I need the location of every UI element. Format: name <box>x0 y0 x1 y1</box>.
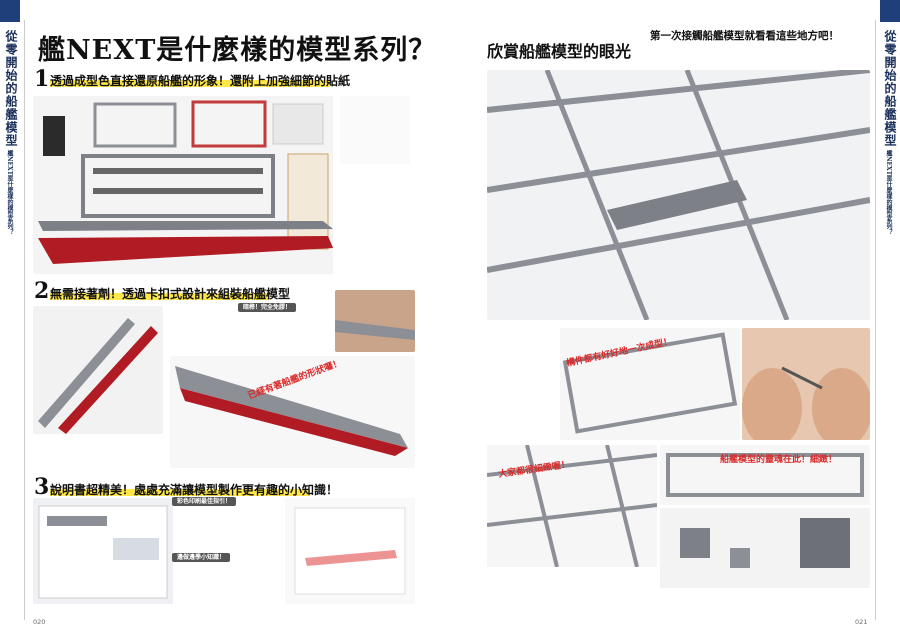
section-3-lower-caption <box>172 565 280 603</box>
callout-soul-of-ship: 船艦模型的靈魂在此！細緻！ <box>720 455 838 465</box>
finger-part-photo <box>742 328 870 440</box>
right-caption-1 <box>487 325 567 369</box>
parts-sprue-photo <box>560 328 740 440</box>
callout-learn: 邊做邊學小知識！ <box>172 553 231 562</box>
manual-page-illustration <box>294 507 406 595</box>
section-1-number: 1 <box>34 66 50 92</box>
right-page-subtitle: 第一次接觸船艦模型就看看這些地方吧！ <box>650 30 839 42</box>
right-caption-3 <box>487 570 657 600</box>
instruction-manual-illustration <box>38 505 168 599</box>
section-3-caption <box>178 510 278 542</box>
section-1-caption <box>340 96 410 164</box>
section-2-title: 無需接著劑！透過卡扣式設計來組裝船艦模型 <box>50 287 291 301</box>
small-parts-sprue-illustration <box>487 445 657 567</box>
section-1-title: 透過成型色直接還原船艦的形象！還附上加強細節的貼紙 <box>50 74 351 88</box>
section-2-number: 2 <box>34 278 50 304</box>
hull-halves-illustration <box>38 318 158 434</box>
page-title: 艦NEXT是什麼樣的模型系列？ <box>38 35 437 66</box>
right-caption-2 <box>487 392 559 442</box>
callout-snap-fit: 暗榫！完全免膠！ <box>238 303 297 312</box>
section-2-caption <box>170 318 280 358</box>
tower-sprue-photo <box>660 445 870 505</box>
right-spine-tab <box>880 0 900 22</box>
callout-color-print: 彩色印刷最佳指引！ <box>172 497 237 506</box>
right-intro-text <box>652 46 870 66</box>
right-page-number: 021 <box>855 618 868 626</box>
right-divider <box>875 20 876 620</box>
kit-sprues-photo <box>33 96 333 274</box>
instruction-manual-photo <box>33 498 173 604</box>
tower-parts-illustration <box>680 518 850 568</box>
section-1-highlight <box>50 80 330 87</box>
manual-page-photo <box>285 498 415 604</box>
parts-sprue-illustration <box>562 332 738 434</box>
right-chapter-label: 從零開始的船艦模型 <box>883 30 897 147</box>
section-3-highlight <box>50 489 310 496</box>
tower-sprue-illustration <box>666 453 864 497</box>
left-page-number: 020 <box>33 618 46 626</box>
sprue-closeup-photo <box>487 70 870 320</box>
section-2-lower-caption <box>33 437 163 461</box>
assembled-hull-photo <box>170 356 415 468</box>
snap-detail-illustration <box>335 290 415 352</box>
sprue-closeup-illustration <box>487 70 870 320</box>
left-spine-tab <box>0 0 20 22</box>
kit-sprues-illustration <box>38 100 333 264</box>
tower-parts-photo <box>660 508 870 588</box>
left-divider <box>24 20 25 620</box>
small-parts-sprue-photo <box>487 445 657 567</box>
section-3-title: 說明書超精美！處處充滿讓模型製作更有趣的小知識！ <box>50 483 339 497</box>
finger-part-illustration <box>742 366 870 440</box>
section-3-number: 3 <box>34 474 50 500</box>
right-page-title: 欣賞船艦模型的眼光 <box>487 42 632 61</box>
right-caption-4 <box>660 593 870 613</box>
left-side-subtitle: 艦NEXT是什麼樣的模型系列？ <box>6 150 13 236</box>
left-chapter-label: 從零開始的船艦模型 <box>4 30 18 147</box>
hull-halves-photo <box>33 306 163 434</box>
snap-detail-photo <box>335 290 415 352</box>
assembled-hull-illustration <box>175 366 408 456</box>
section-2-highlight <box>50 293 270 300</box>
right-side-subtitle: 艦NEXT是什麼樣的模型系列？ <box>885 150 892 236</box>
